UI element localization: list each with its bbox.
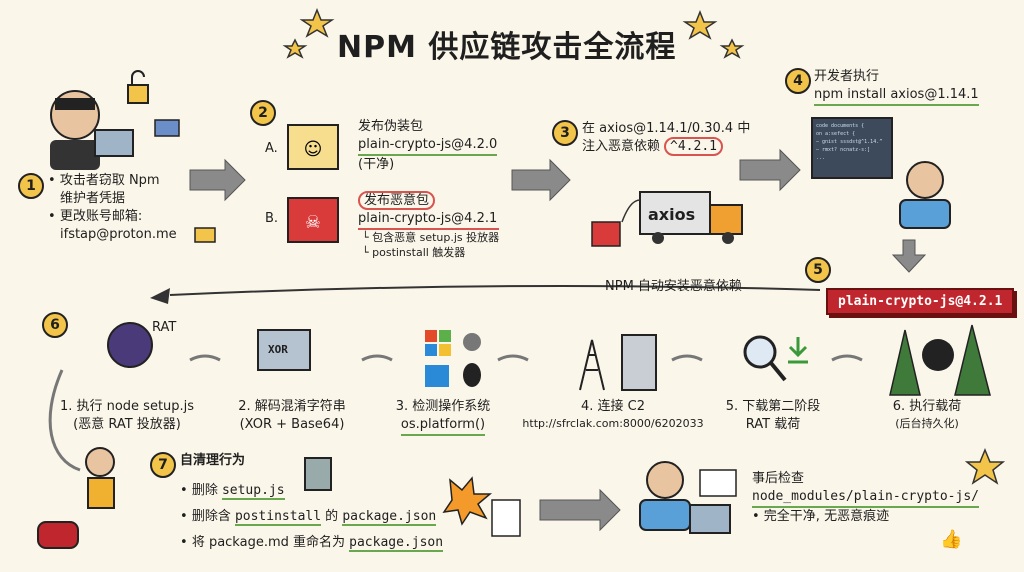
arrow-icon [539, 488, 621, 532]
attack-step: 1. 执行 node setup.js(恶意 RAT 投放器) [59, 399, 195, 432]
inspected-path: node_modules/plain-crypto-js/ [752, 488, 979, 508]
trash-icon [304, 457, 332, 491]
trees-icon [889, 324, 991, 396]
server-icon [621, 334, 657, 391]
malicious-package-banner: plain-crypto-js@4.2.1 [826, 288, 1015, 315]
laptop-icon [94, 129, 134, 157]
clean-package-title: 发布伪装包 [358, 119, 424, 134]
step-number: 6 [42, 312, 68, 338]
star-icon [282, 38, 308, 59]
clean-package-note: (干净) [358, 157, 395, 172]
step1-email: ifstap@proton.me [60, 227, 177, 242]
download-icon [788, 337, 808, 364]
step-number: 4 [785, 68, 811, 94]
xor-label: XOR [268, 343, 288, 356]
rat-label: RAT [152, 320, 177, 335]
step3-text: 在 axios@1.14.1/0.30.4 中 注入恶意依赖^4.2.1 [582, 120, 750, 156]
virus-icon [107, 322, 153, 368]
developer-avatar [906, 161, 944, 199]
ninja-icon [922, 339, 954, 371]
linux-icon [463, 363, 481, 387]
mail-icon [154, 119, 180, 137]
malicious-box-icon [591, 221, 621, 247]
apple-icon [463, 333, 481, 351]
aftermath-section: 事后检查 node_modules/plain-crypto-js/ • 完全干… [752, 470, 979, 526]
magnifier-icon [743, 335, 777, 369]
explosion-icon [442, 476, 493, 526]
star-icon [682, 9, 718, 40]
document-icon [491, 499, 521, 537]
option-a-label: A. [265, 141, 278, 156]
step1-text: • 攻击者窃取 Npm 维护者凭据 • 更改账号邮箱: ifstap@proto… [48, 173, 177, 242]
step-number: 2 [250, 100, 276, 126]
install-command: npm install axios@1.14.1 [814, 86, 979, 106]
clean-package-box [287, 124, 339, 170]
arrow-down-icon [891, 239, 927, 273]
arrow-icon [739, 148, 801, 192]
step-number: 5 [805, 257, 831, 283]
antenna-icon [579, 339, 605, 391]
malicious-package-name: plain-crypto-js@4.2.1 [358, 210, 500, 230]
step4-text: 开发者执行 npm install axios@1.14.1 [814, 68, 979, 106]
list-item: • 删除 setup.js [180, 483, 285, 500]
step-number: 1 [18, 173, 44, 199]
step1-line: 维护者凭据 [60, 191, 126, 206]
cleaner-avatar [85, 447, 115, 477]
option-b-label: B. [265, 211, 279, 226]
svg-text:☺: ☺ [304, 139, 323, 160]
truck-label: axios [648, 205, 696, 224]
star-icon [719, 38, 745, 59]
aftermath-result: • 完全干净, 无恶意痕迹 [752, 509, 890, 524]
vacuum-icon [37, 521, 79, 549]
malicious-package-info: 发布恶意包 plain-crypto-js@4.2.1 └ 包含恶意 setup… [358, 191, 500, 260]
malicious-package-box [287, 197, 339, 243]
star-icon [964, 448, 1006, 485]
code-snippet: code documents { on a:sefect { — gnist s… [816, 123, 883, 161]
star-icon [299, 7, 335, 38]
attack-step: 2. 解码混淆字符串(XOR + Base64) [238, 399, 346, 432]
step5-text: NPM 自动安装恶意依赖 [605, 279, 742, 294]
step7-title: 自清理行为 [180, 453, 246, 468]
malicious-package-detail: └ postinstall 触发器 [362, 246, 466, 259]
window-icon [699, 469, 737, 497]
arrow-icon [189, 158, 246, 202]
injected-version: ^4.2.1 [664, 137, 723, 156]
list-item: • 将 package.md 重命名为 package.json [180, 535, 444, 552]
list-item: • 删除含 postinstall 的 package.json [180, 509, 437, 526]
step1-line: 攻击者窃取 Npm [59, 173, 160, 188]
developer-avatar [646, 461, 684, 499]
step4-line: 开发者执行 [814, 69, 880, 84]
return-arrow [169, 285, 821, 296]
lock-icon [127, 84, 149, 104]
decoder-machine-icon [257, 329, 311, 371]
page-title: NPM 供应链攻击全流程 [337, 30, 677, 65]
step-number: 7 [150, 452, 176, 478]
clean-package-name: plain-crypto-js@4.2.0 [358, 136, 498, 156]
laptop-icon [689, 504, 731, 534]
mail-icon [194, 227, 216, 243]
svg-text:☠: ☠ [305, 212, 321, 233]
cleanup-list: • 删除 setup.js • 删除含 postinstall 的 packag… [180, 478, 444, 556]
aftermath-title: 事后检查 [752, 471, 805, 486]
attack-step: 6. 执行载荷(后台持久化) [892, 399, 962, 430]
step3-line: 在 axios@1.14.1/0.30.4 中 [582, 121, 751, 136]
thumbs-up-icon: 👍 [940, 528, 962, 550]
step-number: 3 [552, 120, 578, 146]
windows-logo-icon [425, 365, 449, 387]
malicious-package-title: 发布恶意包 [358, 191, 436, 210]
windows-icon [425, 330, 451, 356]
malicious-package-detail: └ 包含恶意 setup.js 投放器 [362, 231, 500, 244]
arrow-icon [511, 158, 571, 202]
step3-line: 注入恶意依赖 [582, 139, 661, 154]
step1-line: 更改账号邮箱: [59, 209, 143, 224]
monitor-icon [811, 117, 893, 179]
clean-package-info: 发布伪装包 plain-crypto-js@4.2.0 (干净) [358, 118, 498, 174]
